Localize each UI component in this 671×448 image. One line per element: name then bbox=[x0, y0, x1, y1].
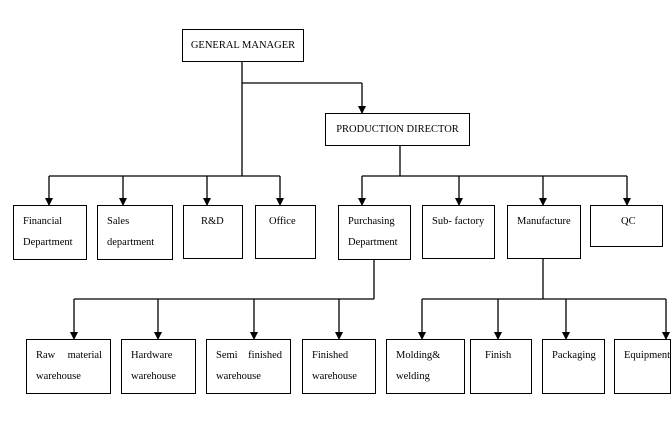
financial-line-2: Department bbox=[23, 237, 73, 248]
hardware-line-2: warehouse bbox=[131, 371, 176, 382]
production-director-label: PRODUCTION DIRECTOR bbox=[336, 124, 459, 135]
node-rd: R&D bbox=[183, 205, 243, 259]
sales-line-2: department bbox=[107, 237, 155, 248]
finish-label: Finish bbox=[485, 350, 512, 361]
node-equipment: Equipment bbox=[614, 339, 671, 394]
node-semi-finished-warehouse: Semi finished warehouse bbox=[206, 339, 291, 394]
node-hardware-warehouse: Hardware warehouse bbox=[121, 339, 196, 394]
molding-line-1: Molding& bbox=[396, 350, 441, 361]
semi-finished-line-2: warehouse bbox=[216, 371, 261, 382]
node-sub-factory: Sub- factory bbox=[422, 205, 495, 259]
node-molding-welding: Molding& welding bbox=[386, 339, 465, 394]
sales-line-1: Sales bbox=[107, 216, 130, 227]
semi-finished-row: Semi finished bbox=[216, 345, 290, 366]
financial-line-1: Financial bbox=[23, 216, 63, 227]
material-label: material bbox=[67, 350, 102, 361]
raw-label: Raw bbox=[36, 350, 56, 361]
hardware-line-1: Hardware bbox=[131, 350, 173, 361]
node-finish: Finish bbox=[470, 339, 532, 394]
rd-label: R&D bbox=[201, 216, 224, 227]
general-manager-label: GENERAL MANAGER bbox=[190, 40, 296, 51]
sub-factory-label: Sub- factory bbox=[432, 216, 485, 227]
finished-line-1: Finished bbox=[312, 350, 349, 361]
node-qc: QC bbox=[590, 205, 663, 247]
office-label: Office bbox=[269, 216, 296, 227]
raw-material-row: Raw material bbox=[36, 345, 110, 366]
node-packaging: Packaging bbox=[542, 339, 605, 394]
node-office: Office bbox=[255, 205, 316, 259]
molding-line-2: welding bbox=[396, 371, 430, 382]
node-production-director: PRODUCTION DIRECTOR bbox=[325, 113, 470, 146]
packaging-label: Packaging bbox=[552, 350, 596, 361]
node-general-manager: GENERAL MANAGER bbox=[182, 29, 304, 62]
raw-material-line-2: warehouse bbox=[36, 371, 81, 382]
node-financial-department: Financial Department bbox=[13, 205, 87, 260]
node-finished-warehouse: Finished warehouse bbox=[302, 339, 376, 394]
semi-label: Semi bbox=[216, 350, 238, 361]
qc-label: QC bbox=[621, 216, 636, 227]
node-sales-department: Sales department bbox=[97, 205, 173, 260]
purchasing-line-1: Purchasing bbox=[348, 216, 395, 227]
finished-line-2: warehouse bbox=[312, 371, 357, 382]
node-manufacture: Manufacture bbox=[507, 205, 581, 259]
manufacture-label: Manufacture bbox=[517, 216, 571, 227]
node-raw-material-warehouse: Raw material warehouse bbox=[26, 339, 111, 394]
purchasing-line-2: Department bbox=[348, 237, 398, 248]
equipment-label: Equipment bbox=[624, 350, 671, 361]
node-purchasing-department: Purchasing Department bbox=[338, 205, 411, 260]
finished-word-label: finished bbox=[248, 350, 282, 361]
